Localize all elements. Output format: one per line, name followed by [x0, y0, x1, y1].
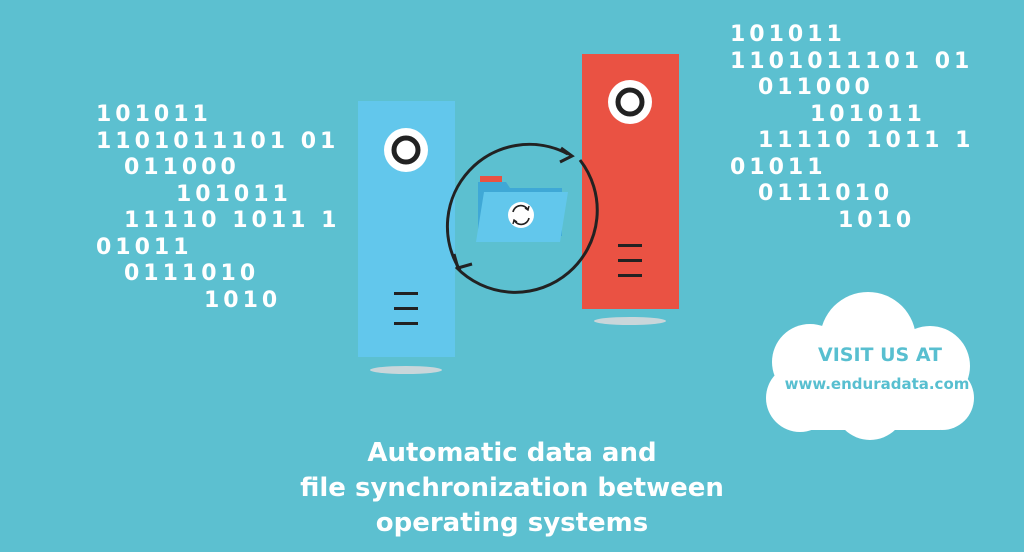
caption-line-2: file synchronization between	[300, 473, 724, 503]
binary-line: 11110 1011 1	[758, 128, 975, 153]
binary-line: 01011	[730, 154, 827, 180]
binary-line: 101011	[96, 102, 212, 127]
binary-line: 011000	[758, 75, 874, 100]
caption: Automatic data and file synchronization …	[212, 436, 812, 541]
binary-line: 11110 1011 1	[124, 208, 341, 233]
website-link[interactable]: www.enduradata.com	[784, 375, 970, 393]
binary-line: 1101011101 01	[730, 48, 974, 74]
server-left-icon	[358, 101, 455, 374]
binary-line: 1010	[838, 207, 916, 233]
binary-line: 011000	[124, 155, 240, 180]
binary-line: 101011	[730, 22, 846, 47]
sync-arrows-icon	[445, 142, 599, 294]
binary-line: 0111010	[758, 181, 894, 206]
binary-line: 0111010	[124, 261, 260, 286]
server-right-icon	[582, 54, 679, 325]
binary-text-right: 101011 1101011101 01 011000 101011 11110…	[730, 22, 974, 234]
visit-us-heading: VISIT US AT	[817, 344, 943, 366]
caption-line-3: operating systems	[375, 508, 649, 538]
caption-line-1: Automatic data and	[367, 438, 657, 468]
cloud-icon	[766, 292, 974, 440]
binary-line: 101011	[810, 101, 926, 127]
binary-line: 01011	[96, 234, 193, 260]
binary-text-left: 101011 1101011101 01 011000 101011 11110…	[96, 102, 340, 314]
folder-sync-icon	[476, 176, 568, 242]
binary-line: 101011	[176, 181, 292, 207]
binary-line: 1101011101 01	[96, 128, 340, 154]
binary-line: 1010	[204, 287, 282, 313]
